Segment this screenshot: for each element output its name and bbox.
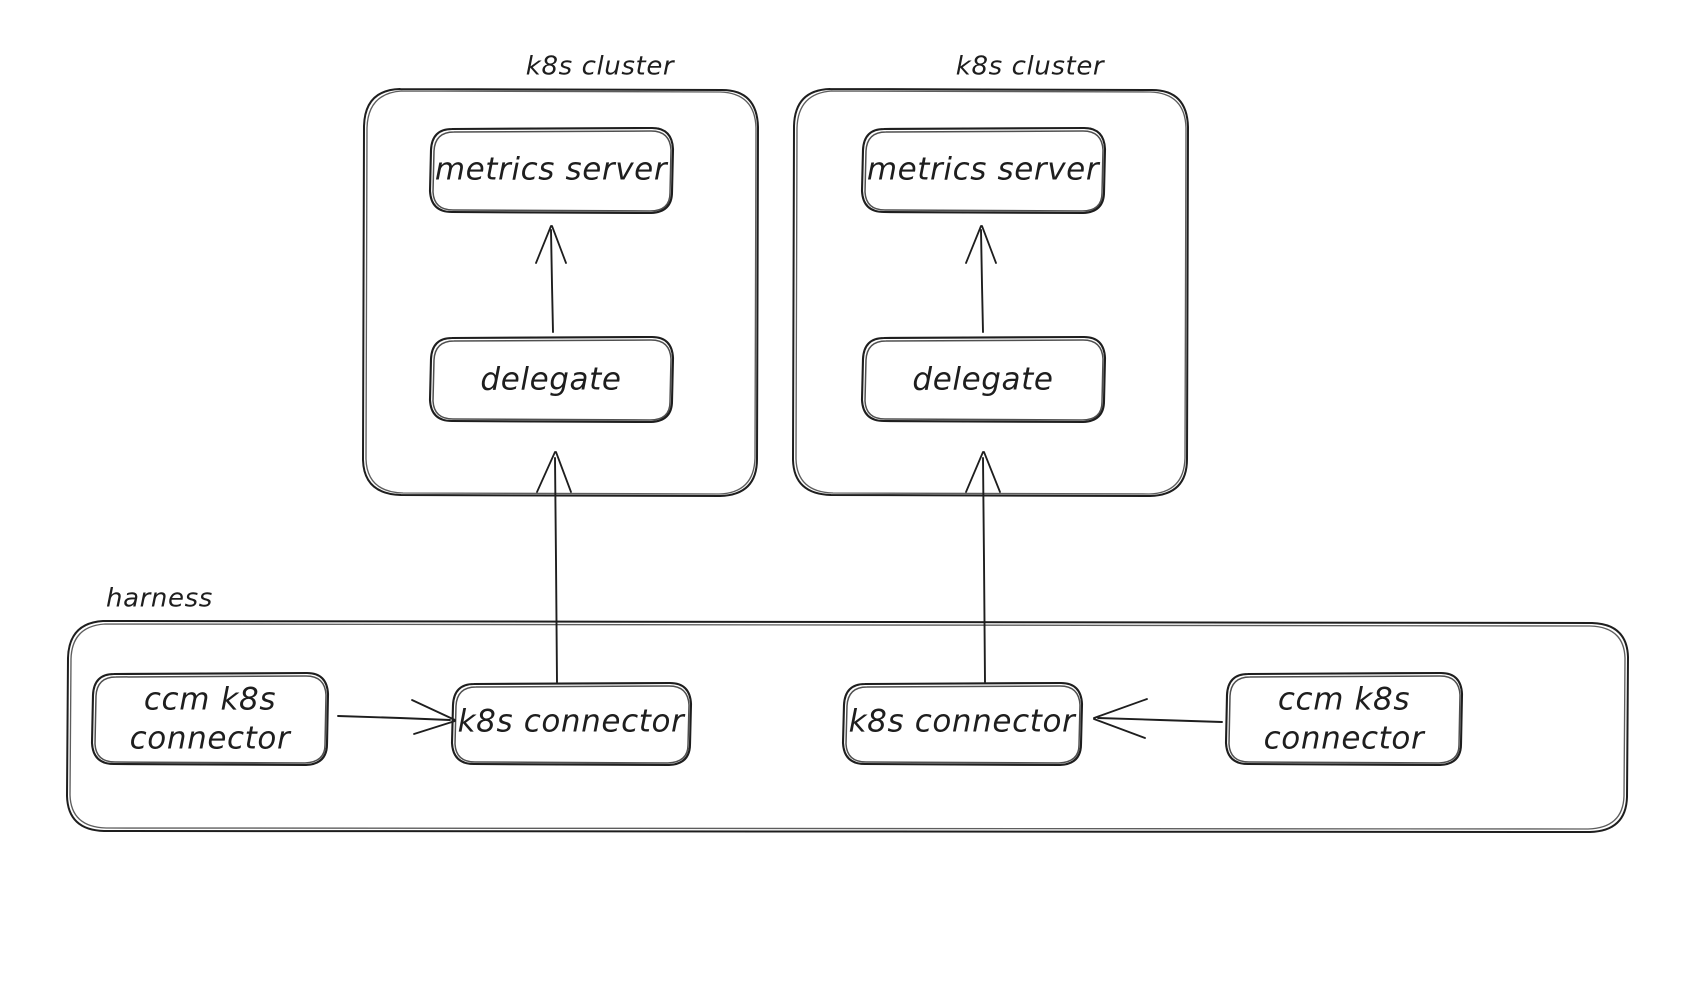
group-label-cluster-left: k8s cluster	[526, 52, 676, 82]
node-label-delegate-right: delegate	[912, 362, 1053, 398]
edge-delegate-to-metrics-left	[535, 225, 567, 333]
node-label-ccm-connector-right-line2: connector	[1264, 721, 1426, 757]
node-metrics-server-left[interactable]: metrics server	[428, 126, 675, 215]
node-label-metrics-server-right: metrics server	[867, 152, 1101, 188]
node-label-k8s-connector-right: k8s connector	[849, 704, 1077, 740]
group-label-cluster-right: k8s cluster	[956, 52, 1106, 82]
node-label-delegate-left: delegate	[480, 362, 621, 398]
node-delegate-right[interactable]: delegate	[860, 335, 1107, 424]
group-harness[interactable]: harness	[66, 584, 1629, 833]
edge-delegate-to-metrics-right	[965, 225, 997, 333]
node-ccm-connector-left[interactable]: ccm k8s connector	[90, 671, 330, 767]
edge-connector-to-delegate-left	[536, 451, 572, 683]
edge-connector-to-delegate-right	[965, 451, 1001, 683]
group-label-harness: harness	[106, 584, 213, 614]
group-cluster-left[interactable]: k8s cluster	[362, 52, 759, 497]
edge-ccm-to-connector-right	[1093, 698, 1223, 739]
node-k8s-connector-left[interactable]: k8s connector	[450, 681, 693, 767]
node-metrics-server-right[interactable]: metrics server	[860, 126, 1107, 215]
node-delegate-left[interactable]: delegate	[428, 335, 675, 424]
node-label-ccm-connector-left-line2: connector	[130, 721, 292, 757]
node-label-ccm-connector-left-line1: ccm k8s	[144, 682, 276, 718]
node-label-k8s-connector-left: k8s connector	[458, 704, 686, 740]
node-label-ccm-connector-right-line1: ccm k8s	[1278, 682, 1410, 718]
node-ccm-connector-right[interactable]: ccm k8s connector	[1224, 671, 1464, 767]
node-label-metrics-server-left: metrics server	[435, 152, 669, 188]
node-k8s-connector-right[interactable]: k8s connector	[841, 681, 1084, 767]
edge-ccm-to-connector-left	[337, 699, 456, 735]
group-cluster-right[interactable]: k8s cluster	[792, 52, 1189, 497]
